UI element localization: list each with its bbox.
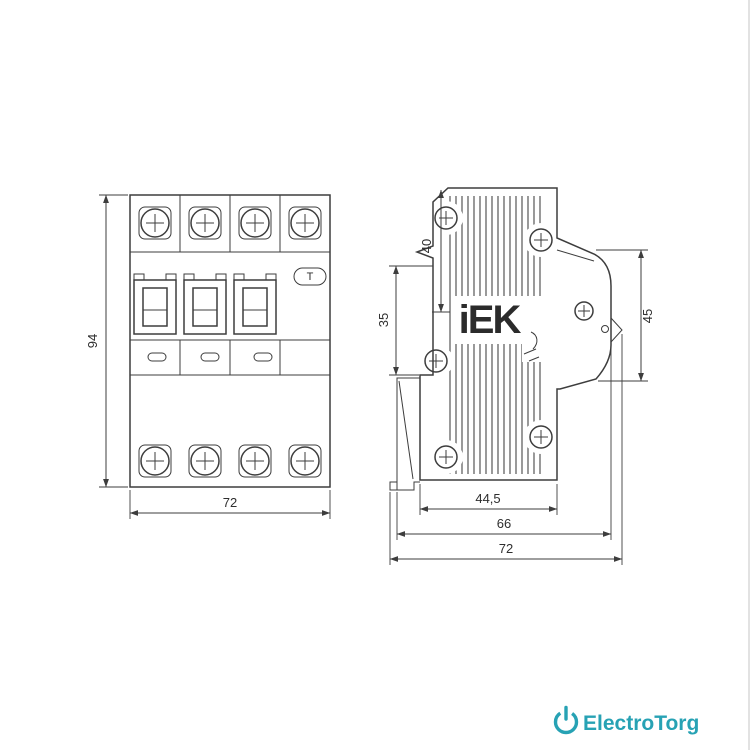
top-terminal-screws [138,206,322,240]
indicator-window [253,352,273,362]
electrotorg-logo: ElectroTorg [553,705,699,735]
side-body-outline [414,187,612,481]
power-icon [553,709,579,735]
bottom-terminal-screws [138,444,322,478]
din-clip [389,377,420,491]
dim-label-72-side: 72 [499,541,513,556]
small-pin [601,325,609,333]
toggle-switch [183,273,227,335]
dimension-35: 35 [376,265,433,376]
screw-icon [529,425,553,449]
dim-label-66: 66 [497,516,511,531]
spark-icon [530,331,538,350]
dim-label-45: 45 [640,309,655,323]
dimension-45: 45 [596,249,655,382]
indicator-window [147,352,167,362]
dimension-44-5: 44,5 [419,484,558,515]
dim-label-72-front: 72 [223,495,237,510]
test-button-label: T [307,271,314,283]
dimension-66: 66 [396,347,612,540]
indicator-window [200,352,220,362]
screw-icon [188,444,222,478]
test-button: T [293,267,327,286]
screw-icon [238,444,272,478]
toggle-switch [233,273,277,335]
dimension-72-front: 72 [129,490,331,519]
dim-label-44-5: 44,5 [475,491,500,506]
screw-icon [288,444,322,478]
screw-icon [188,206,222,240]
dimension-94: 94 [85,194,128,488]
dim-label-94: 94 [85,334,100,348]
electrotorg-logo-text: ElectroTorg [583,712,699,735]
tick-marks [523,348,540,362]
screw-icon [288,206,322,240]
screw-icon [238,206,272,240]
front-view: T [85,194,331,519]
side-screws [424,206,594,469]
screw-icon [574,301,594,321]
dimension-72-side: 72 [389,334,623,565]
screw-icon [138,444,172,478]
right-latch-hook [610,317,623,343]
iek-brand-logo: iEK [459,298,522,342]
screw-icon [529,228,553,252]
dim-label-35: 35 [376,313,391,327]
screw-icon [434,445,458,469]
toggle-switches [133,273,277,335]
dim-label-40: 40 [419,239,434,253]
screw-icon [138,206,172,240]
side-view: iEK 40 35 45 44,5 [376,187,655,565]
dimension-40: 40 [419,189,450,313]
toggle-switch [133,273,177,335]
screw-icon [424,349,448,373]
